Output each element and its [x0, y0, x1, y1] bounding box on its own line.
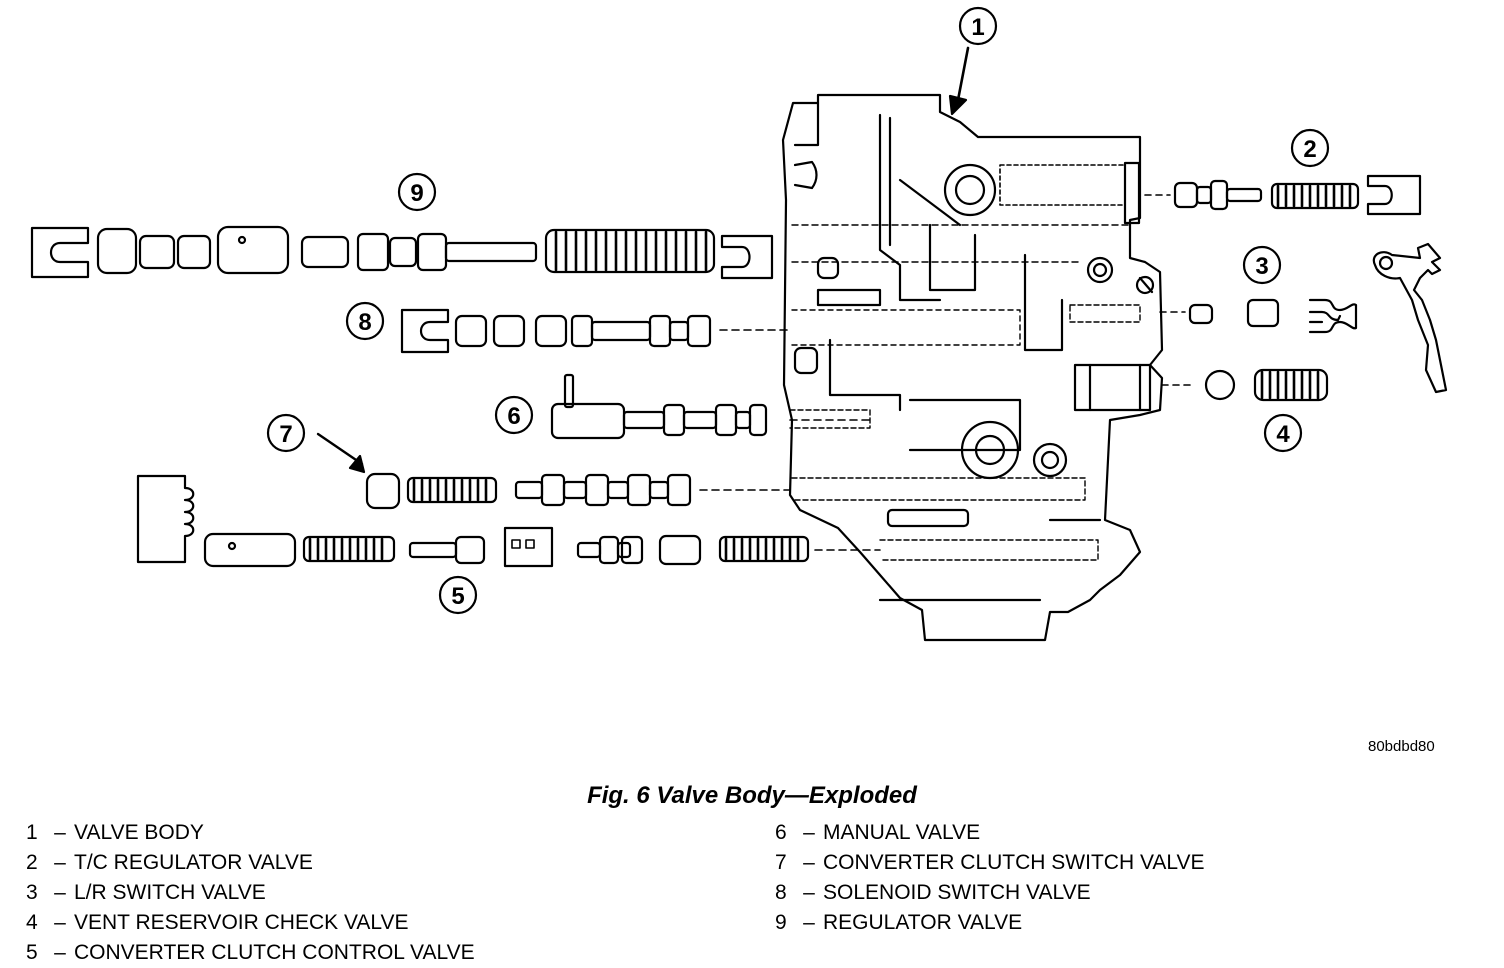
legend-label: REGULATOR VALVE [823, 911, 1023, 934]
legend-separator: – [803, 881, 815, 904]
legend-number: 3 [26, 881, 38, 904]
legend-label: SOLENOID SWITCH VALVE [823, 881, 1091, 904]
callout-9-number: 9 [410, 180, 423, 207]
legend-separator: – [54, 911, 66, 934]
vent-reservoir-check-valve-assembly [1161, 368, 1329, 402]
legend-item: 9–REGULATOR VALVE [775, 908, 1205, 938]
legend-number: 4 [26, 911, 38, 934]
callout-2-number: 2 [1303, 136, 1316, 163]
manual-lever [1372, 242, 1448, 394]
callout-1-number: 1 [971, 14, 984, 41]
callout-3: 3 [1242, 245, 1282, 285]
legend-item: 6–MANUAL VALVE [775, 818, 1205, 848]
legend-separator: – [54, 821, 66, 844]
legend-label: MANUAL VALVE [823, 821, 981, 844]
legend-label: CONVERTER CLUTCH SWITCH VALVE [823, 851, 1205, 874]
legend-label: CONVERTER CLUTCH CONTROL VALVE [74, 941, 475, 964]
callout-2: 2 [1290, 128, 1330, 168]
callout-5: 5 [438, 575, 478, 615]
legend-label: T/C REGULATOR VALVE [74, 851, 313, 874]
regulator-valve-assembly [30, 225, 774, 280]
callout-1-arrowhead [948, 94, 968, 116]
callout-6: 6 [494, 395, 534, 435]
callout-8-number: 8 [358, 309, 371, 336]
tc-regulator-valve-assembly [1144, 174, 1422, 216]
legend-number: 1 [26, 821, 38, 844]
legend-item: 2–T/C REGULATOR VALVE [26, 848, 475, 878]
legend-item: 5–CONVERTER CLUTCH CONTROL VALVE [26, 938, 475, 968]
callout-1-leader [956, 46, 970, 102]
legend-item: 1–VALVE BODY [26, 818, 475, 848]
figure-caption: Fig. 6 Valve Body—Exploded [587, 782, 917, 809]
figure-code: 80bdbd80 [1368, 738, 1435, 755]
valve-body-exploded-diagram: 1 2 3 4 5 6 7 8 9 [30, 6, 1448, 642]
callout-1: 1 [958, 6, 998, 46]
callout-4: 4 [1263, 413, 1303, 453]
legend-separator: – [54, 941, 66, 964]
legend-label: L/R SWITCH VALVE [74, 881, 266, 904]
legend-label: VENT RESERVOIR CHECK VALVE [74, 911, 409, 934]
callout-3-number: 3 [1255, 253, 1268, 280]
callout-6-number: 6 [507, 403, 520, 430]
legend-label: VALVE BODY [74, 821, 204, 844]
legend-separator: – [54, 851, 66, 874]
callout-7-number: 7 [279, 421, 292, 448]
legend-item: 7–CONVERTER CLUTCH SWITCH VALVE [775, 848, 1205, 878]
callout-5-number: 5 [451, 583, 464, 610]
legend-number: 5 [26, 941, 38, 964]
legend-number: 8 [775, 881, 787, 904]
legend-number: 9 [775, 911, 787, 934]
converter-clutch-switch-valve-assembly [316, 432, 791, 510]
legend-item: 8–SOLENOID SWITCH VALVE [775, 878, 1205, 908]
lr-switch-valve-assembly [1159, 298, 1358, 334]
callout-9: 9 [397, 172, 437, 212]
legend-number: 6 [775, 821, 787, 844]
legend-separator: – [803, 911, 815, 934]
legend-separator: – [803, 821, 815, 844]
legend-number: 7 [775, 851, 787, 874]
legend-number: 2 [26, 851, 38, 874]
solenoid-switch-valve-assembly [400, 308, 791, 354]
legend-separator: – [803, 851, 815, 874]
manual-valve-assembly [550, 373, 871, 440]
valve-body [781, 93, 1164, 642]
legend-item: 4–VENT RESERVOIR CHECK VALVE [26, 908, 475, 938]
callout-8: 8 [345, 301, 385, 341]
converter-clutch-control-valve-assembly [136, 474, 881, 568]
callout-7: 7 [266, 413, 306, 453]
legend-separator: – [54, 881, 66, 904]
callout-4-number: 4 [1276, 421, 1290, 448]
legend-item: 3–L/R SWITCH VALVE [26, 878, 475, 908]
